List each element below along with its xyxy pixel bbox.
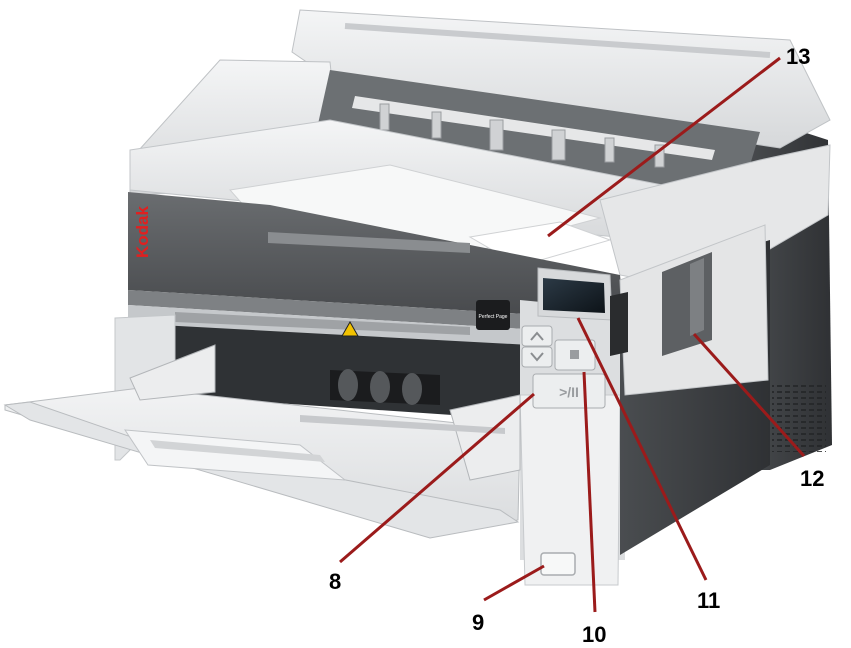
leader-10 [582, 371, 597, 613]
input-tray-guide-rail [300, 415, 505, 434]
start-pause-icon: >/II [559, 384, 579, 400]
back-housing-groove [344, 23, 771, 58]
brand-logo: Kodak [133, 206, 152, 259]
callout-11: 11 [697, 588, 721, 613]
scanner-back-housing [291, 9, 831, 149]
front-slot-highlight [268, 232, 470, 253]
feed-roller-detail [338, 369, 422, 405]
warning-label-icon [341, 320, 359, 337]
perfect-page-badge-text: Perfect Page [479, 314, 508, 320]
input-tray-extension-slot [150, 440, 325, 462]
callout-13: 13 [786, 44, 811, 69]
power-button[interactable] [540, 552, 576, 576]
scroll-down-button[interactable] [521, 346, 553, 368]
leader-9 [483, 564, 545, 602]
scroll-up-button[interactable] [521, 325, 553, 347]
stop-icon [570, 350, 579, 359]
callout-12: 12 [800, 466, 825, 491]
leader-13 [547, 56, 781, 238]
callout-lines [339, 56, 806, 613]
front-upper-band [128, 192, 625, 320]
perfect-page-badge: Perfect Page [476, 300, 510, 330]
callout-10: 10 [582, 622, 607, 647]
start-pause-button[interactable]: >/II [532, 373, 606, 409]
callout-9: 9 [472, 610, 485, 635]
leader-12 [692, 332, 806, 458]
vent-grille [772, 382, 826, 452]
stop-button[interactable] [554, 339, 596, 371]
lcd-display [537, 267, 613, 321]
leader-8 [339, 392, 535, 564]
guide-fingers [379, 103, 665, 168]
leader-11 [576, 317, 708, 581]
side-access-latch-grip [690, 258, 704, 336]
callout-8: 8 [329, 569, 342, 594]
output-guide-rail [352, 96, 715, 160]
front-middle-slot [175, 312, 470, 335]
chevron-down-icon [530, 352, 544, 362]
side-dark-strip [610, 292, 628, 356]
input-tray-extension [124, 429, 347, 481]
